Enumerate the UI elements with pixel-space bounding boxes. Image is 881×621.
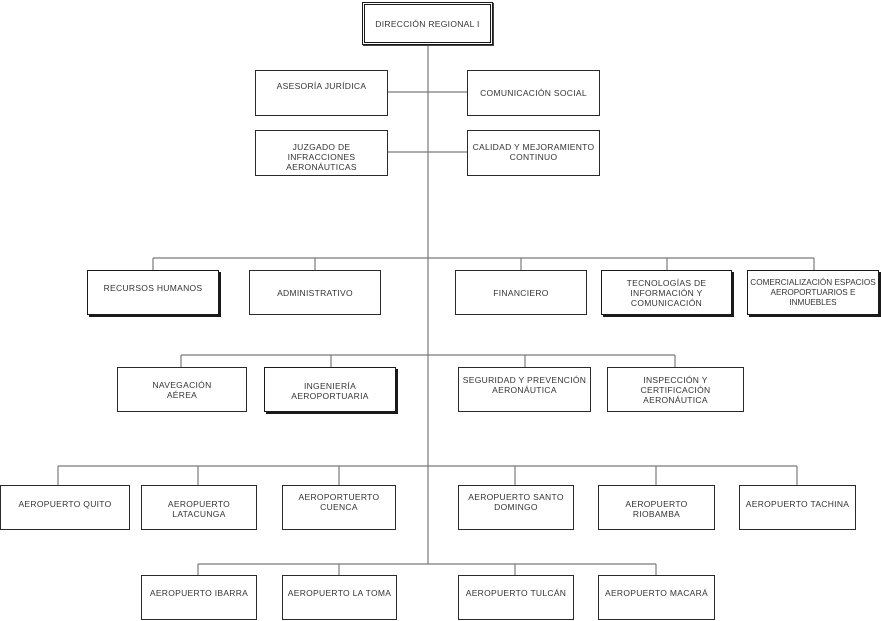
node-juzgado-infracciones: JUZGADO DE INFRACCIONES AERONÁUTICAS	[255, 130, 388, 176]
node-navegacion-aerea: NAVEGACIÓN AÉREA	[117, 367, 247, 412]
node-comunicacion-social: COMUNICACIÓN SOCIAL	[467, 70, 600, 116]
node-asesoria-juridica: ASESORÍA JURÍDICA	[255, 70, 388, 116]
node-administrativo: ADMINISTRATIVO	[249, 270, 381, 315]
node-aeropuerto-tulcan: AEROPUERTO TULCÁN	[458, 575, 574, 620]
node-seguridad-prevencion: SEGURIDAD Y PREVENCIÓN AERONÁUTICA	[458, 367, 591, 412]
node-aeropuerto-latacunga: AEROPUERTO LATACUNGA	[141, 485, 257, 530]
node-recursos-humanos: RECURSOS HUMANOS	[87, 270, 219, 315]
node-inspeccion-certificacion: INSPECCIÓN Y CERTIFICACIÓN AERONÁUTICA	[607, 367, 744, 412]
node-calidad-mejoramiento: CALIDAD Y MEJORAMIENTO CONTINUO	[467, 130, 600, 176]
node-aeropuerto-macara: AEROPUERTO MACARÁ	[598, 575, 715, 620]
node-financiero: FINANCIERO	[455, 270, 587, 315]
node-aeropuerto-riobamba: AEROPUERTO RIOBAMBA	[598, 485, 715, 530]
node-direccion-regional: DIRECCIÓN REGIONAL I	[362, 2, 493, 45]
node-aeropuerto-la-toma: AEROPUERTO LA TOMA	[282, 575, 397, 620]
node-aeropuerto-quito: AEROPUERTO QUITO	[0, 485, 130, 530]
node-aeropuerto-tachina: AEROPUERTO TACHINA	[739, 485, 856, 530]
node-aeropuerto-santo-domingo: AEROPUERTO SANTO DOMINGO	[458, 485, 574, 530]
node-aeropuerto-ibarra: AEROPUERTO IBARRA	[141, 575, 257, 620]
node-comercializacion-espacios: COMERCIALIZACIÓN ESPACIOS AEROPORTUARIOS…	[747, 270, 879, 315]
node-tecnologias-informacion: TECNOLOGÍAS DE INFORMACIÓN Y COMUNICACIÓ…	[601, 270, 732, 315]
node-aeropuerto-cuenca: AEROPORTUERTO CUENCA	[282, 485, 396, 530]
node-ingenieria-aeroportuaria: INGENIERÍA AEROPORTUARIA	[264, 367, 396, 412]
